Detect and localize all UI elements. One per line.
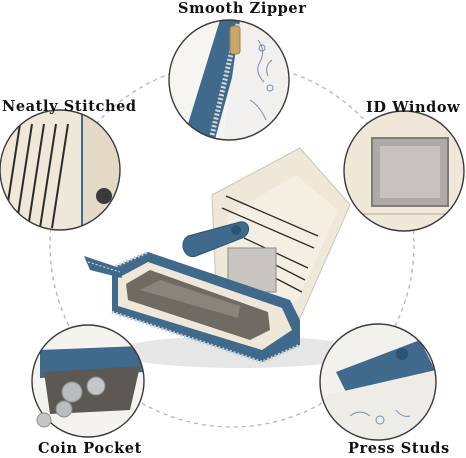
wallet-main-image [84,147,365,368]
press-stud-closeup-icon [319,323,437,441]
coin-pocket-closeup-icon [31,324,145,438]
coin-icon [36,412,52,428]
label-coin-pocket: Coin Pocket [38,440,142,457]
zipper-closeup-icon [168,19,290,141]
label-id-window: ID Window [366,99,461,116]
id-window-closeup-icon [343,110,465,232]
label-press-studs: Press Studs [348,440,450,457]
card-slots-closeup-icon [0,109,121,231]
label-neatly-stitched: Neatly Stitched [2,98,137,115]
label-smooth-zipper: Smooth Zipper [178,0,307,17]
coin-icon [55,400,73,418]
